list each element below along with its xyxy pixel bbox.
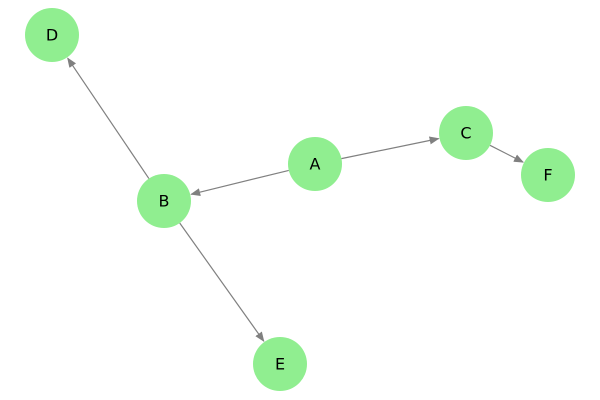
node-label: A [310,155,321,174]
edges-layer [67,57,524,343]
edge-c-f [489,144,524,163]
node-e: E [253,337,307,391]
node-circle [521,148,575,202]
node-circle [439,106,493,160]
node-label: B [159,192,170,211]
node-label: E [275,355,285,374]
node-circle [137,174,191,228]
node-f: F [521,148,575,202]
node-circle [288,137,342,191]
node-d: D [25,8,79,62]
node-label: C [460,124,471,143]
node-a: A [288,137,342,191]
node-b: B [137,174,191,228]
node-circle [253,337,307,391]
node-circle [25,8,79,62]
edge-a-c [341,136,440,160]
edge-b-d [67,57,150,179]
edge-b-e [179,222,265,343]
edge-a-b [190,169,289,197]
node-label: D [46,26,58,45]
nodes-layer: A B C D E F [25,8,575,391]
node-label: F [543,166,552,185]
node-c: C [439,106,493,160]
